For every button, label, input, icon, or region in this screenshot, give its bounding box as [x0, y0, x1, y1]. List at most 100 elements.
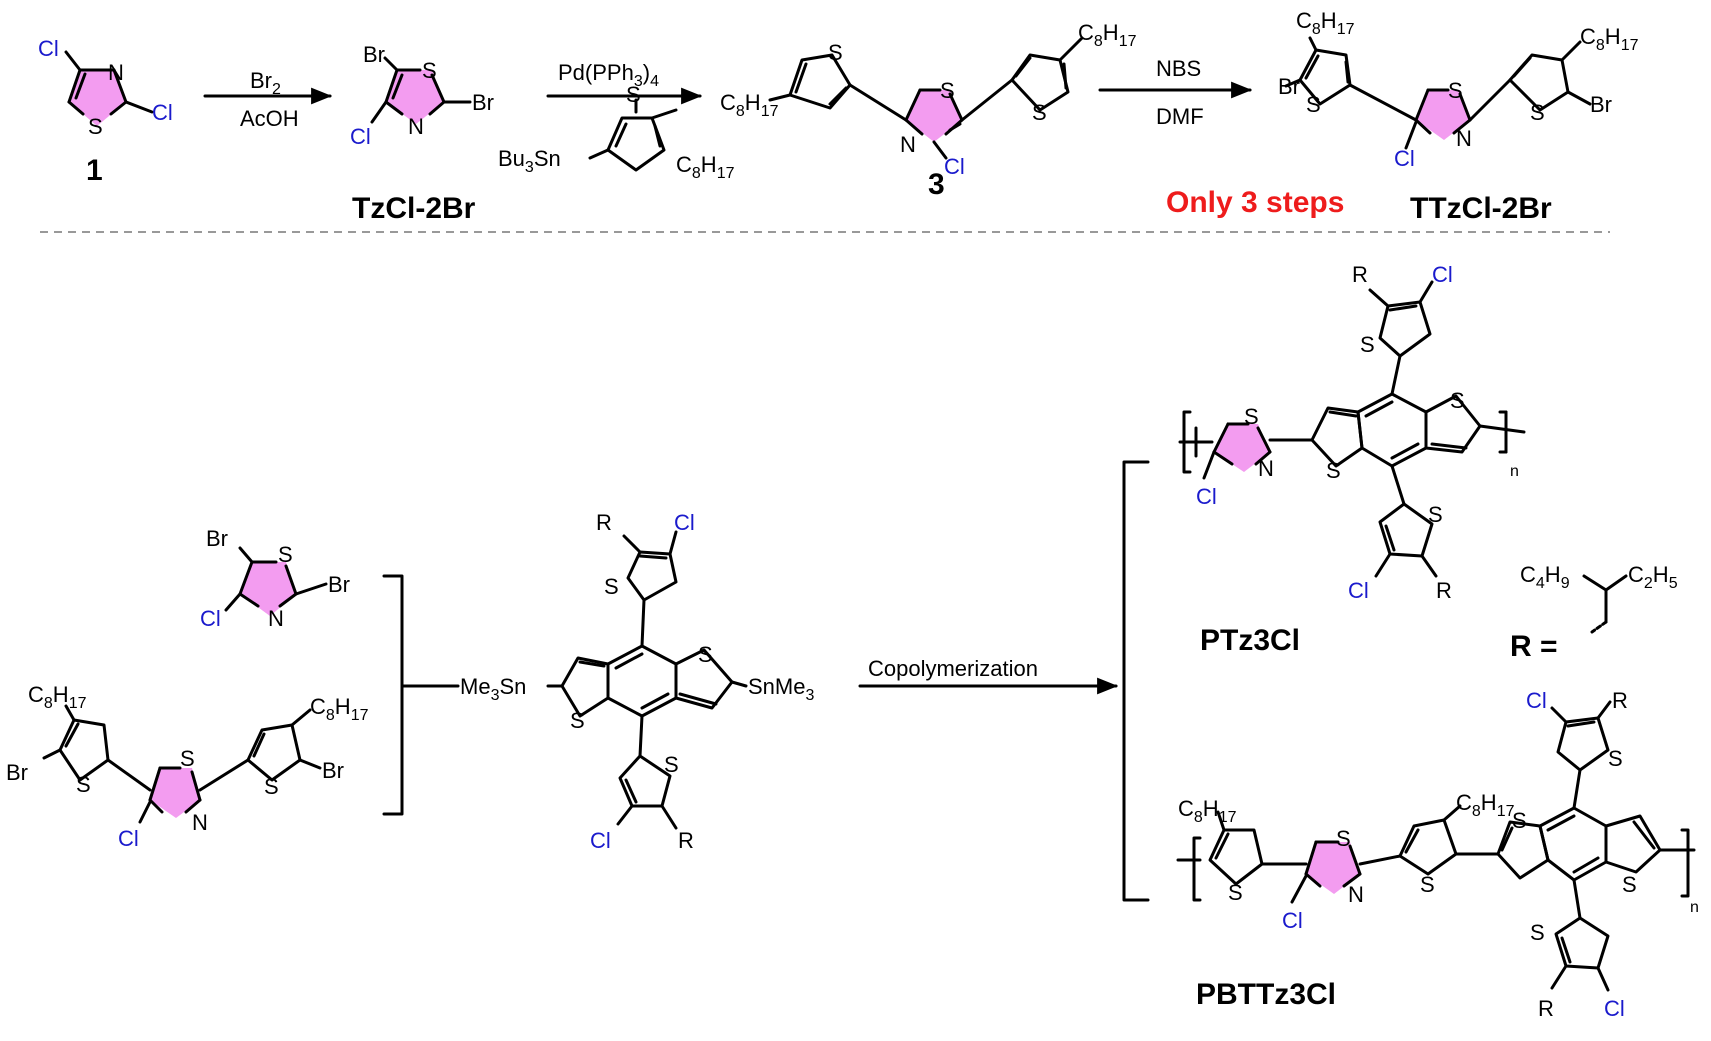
- atom-cl: Cl: [1604, 996, 1625, 1021]
- product-bracket: [1122, 460, 1150, 902]
- atom-cl: Cl: [944, 154, 965, 179]
- compound-3-structure: S C8H17 S N Cl S C8H17 3: [720, 20, 1137, 201]
- atom-r: R: [1612, 688, 1628, 713]
- atom-s: S: [422, 58, 437, 83]
- ptz3cl-label: PTz3Cl: [1200, 624, 1300, 657]
- step-2-arrow: Pd(PPh3)4 S Bu3Sn C8H17: [498, 60, 735, 182]
- atom-n: N: [268, 606, 284, 631]
- atom-s: S: [698, 642, 713, 667]
- atom-cl: Cl: [674, 510, 695, 535]
- reagent-dmf: DMF: [1156, 104, 1204, 129]
- atom-br: Br: [206, 526, 228, 551]
- bdt-distannane-monomer: Me3Sn S S SnMe3 S R Cl S Cl R: [460, 510, 814, 853]
- copolymerization-label: Copolymerization: [868, 656, 1038, 681]
- atom-cl: Cl: [152, 100, 173, 125]
- atom-s: S: [278, 542, 293, 567]
- step-3-arrow: NBS DMF Only 3 steps: [1098, 56, 1344, 219]
- atom-s: S: [1622, 872, 1637, 897]
- compound-1-label: 1: [86, 154, 103, 187]
- atom-cl: Cl: [1394, 146, 1415, 171]
- atom-cl: Cl: [200, 606, 221, 631]
- tzcl-2br-structure: S N Br Br Cl TzCl-2Br: [350, 42, 494, 225]
- octyl-group: C8H17: [1296, 8, 1355, 38]
- atom-br: Br: [472, 90, 494, 115]
- atom-s: S: [1450, 388, 1465, 413]
- ttzcl-2br-label: TTzCl-2Br: [1410, 192, 1552, 225]
- monomer-tzcl-2br: S N Br Br Cl: [200, 526, 350, 631]
- atom-n: N: [1258, 456, 1274, 481]
- octyl-group: C8H17: [1178, 796, 1237, 826]
- atom-cl: Cl: [1432, 262, 1453, 287]
- snme3-group: SnMe3: [748, 674, 814, 704]
- repeat-n: n: [1690, 899, 1699, 916]
- atom-s: S: [1512, 808, 1527, 833]
- atom-cl: Cl: [1196, 484, 1217, 509]
- atom-s: S: [828, 40, 843, 65]
- pbttz3cl-label: PBTTz3Cl: [1196, 978, 1336, 1011]
- atom-br: Br: [363, 42, 385, 67]
- atom-s: S: [940, 78, 955, 103]
- atom-n: N: [108, 60, 124, 85]
- atom-cl: Cl: [38, 36, 59, 61]
- atom-cl: Cl: [1526, 688, 1547, 713]
- octyl-group: C8H17: [310, 694, 369, 724]
- reagent-acoh: AcOH: [240, 106, 299, 131]
- octyl-group: C8H17: [676, 152, 735, 182]
- only-3-steps-note: Only 3 steps: [1166, 186, 1344, 219]
- atom-s: S: [1530, 920, 1545, 945]
- atom-s: S: [1360, 332, 1375, 357]
- me3sn-group: Me3Sn: [460, 674, 526, 704]
- r-ethyl: C2H5: [1628, 562, 1678, 592]
- atom-s: S: [76, 772, 91, 797]
- atom-br: Br: [6, 760, 28, 785]
- atom-s: S: [1608, 746, 1623, 771]
- atom-r: R: [1538, 996, 1554, 1021]
- atom-s: S: [180, 746, 195, 771]
- compound-3-label: 3: [928, 168, 945, 201]
- atom-s: S: [1420, 872, 1435, 897]
- compound-1-structure: N S Cl Cl 1: [38, 36, 173, 187]
- atom-n: N: [192, 810, 208, 835]
- octyl-group: C8H17: [720, 90, 779, 120]
- atom-s: S: [626, 82, 641, 107]
- atom-s: S: [1326, 458, 1341, 483]
- ptz3cl-structure: S N Cl S S n S R Cl S Cl R: [1178, 262, 1526, 657]
- atom-n: N: [1456, 126, 1472, 151]
- atom-n: N: [408, 114, 424, 139]
- monomer-ttzcl-2br: S Br C8H17 S N Cl S Br C8H17: [6, 682, 369, 851]
- octyl-group: C8H17: [1456, 790, 1515, 820]
- atom-br: Br: [322, 758, 344, 783]
- atom-s: S: [88, 114, 103, 139]
- step-1-arrow: Br2 AcOH: [203, 68, 333, 131]
- octyl-group: C8H17: [1078, 20, 1137, 50]
- octyl-group: C8H17: [1580, 24, 1639, 54]
- atom-cl: Cl: [350, 124, 371, 149]
- atom-s: S: [1306, 92, 1321, 117]
- atom-cl: Cl: [118, 826, 139, 851]
- reagent-pd-catalyst: Pd(PPh3)4: [558, 60, 659, 90]
- r-equals-label: R =: [1510, 630, 1558, 663]
- stannane-group: Bu3Sn: [498, 146, 561, 176]
- monomer-bracket: [382, 574, 404, 816]
- reagent-br2: Br2: [250, 68, 281, 98]
- atom-r: R: [1436, 578, 1452, 603]
- atom-s: S: [264, 774, 279, 799]
- reagent-nbs: NBS: [1156, 56, 1201, 81]
- repeat-n: n: [1510, 463, 1519, 480]
- copolymerization-arrow: Copolymerization: [858, 656, 1119, 695]
- atom-cl: Cl: [590, 828, 611, 853]
- atom-r: R: [678, 828, 694, 853]
- atom-s: S: [570, 708, 585, 733]
- pbttz3cl-structure: S C8H17 S N Cl S C8H17 S S n: [1176, 688, 1699, 1021]
- atom-s: S: [1032, 100, 1047, 125]
- atom-s: S: [1244, 404, 1259, 429]
- atom-s: S: [1228, 880, 1243, 905]
- atom-s: S: [1336, 826, 1351, 851]
- atom-s: S: [664, 752, 679, 777]
- tzcl-2br-label: TzCl-2Br: [352, 192, 476, 225]
- atom-cl: Cl: [1282, 908, 1303, 933]
- r-butyl: C4H9: [1520, 562, 1570, 592]
- atom-s: S: [1448, 78, 1463, 103]
- atom-r: R: [1352, 262, 1368, 287]
